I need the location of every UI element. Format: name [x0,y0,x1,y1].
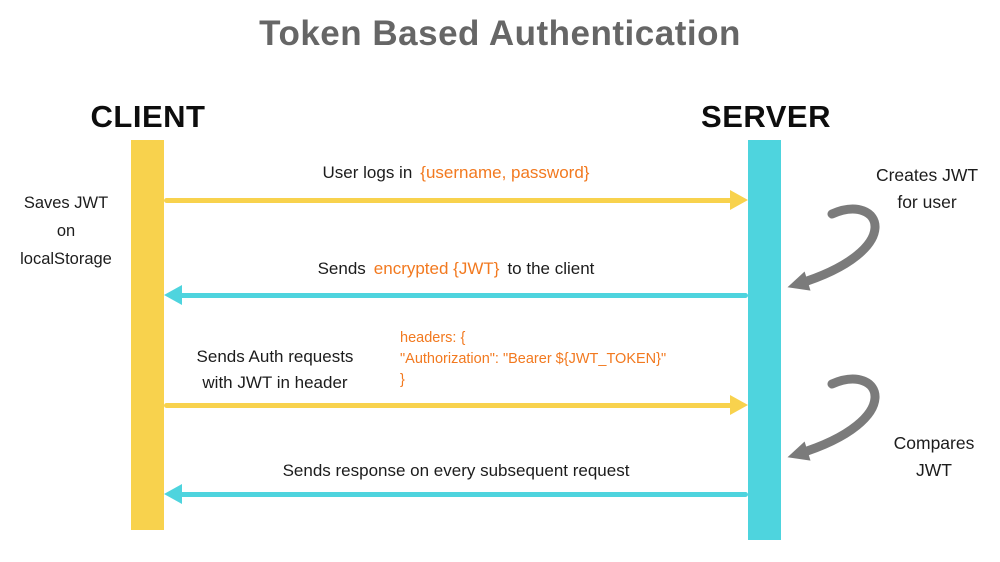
send-jwt-arrow-shaft [178,293,748,298]
send-jwt-highlight: encrypted {JWT} [373,259,500,278]
auth-request-arrow-shaft [164,403,734,408]
client-lifeline-bar [131,140,164,530]
client-note-line: on [56,222,76,240]
server-loop-arrow-icon [787,204,880,291]
auth-request-label: Sends Auth requests with JWT in header [168,344,382,396]
login-arrow-head-icon [730,190,748,210]
response-message-label: Sends response on every subsequent reque… [164,461,748,481]
send-jwt-arrow [164,285,748,305]
client-note-line: Saves JWT [23,194,109,212]
auth-request-label-line: Sends Auth requests [196,347,354,366]
client-note: Saves JWT on localStorage [2,189,130,273]
server-note-line: for user [897,192,957,212]
server-note-compares-jwt: Compares JWT [870,430,998,484]
auth-request-label-line: with JWT in header [202,373,348,392]
server-note-line: Compares [893,433,975,453]
server-note-creates-jwt: Creates JWT for user [856,162,998,216]
login-arrow [164,190,748,210]
login-credentials-highlight: {username, password} [420,163,590,182]
login-arrow-shaft [164,198,734,203]
client-label: CLIENT [90,99,206,134]
server-note-line: Creates JWT [875,165,979,185]
response-text: Sends response on every subsequent reque… [282,461,630,480]
response-arrow [164,484,748,504]
login-text: User logs in [322,163,413,182]
server-label: SERVER [701,99,831,134]
auth-request-arrow-head-icon [730,395,748,415]
auth-header-code-line: } [400,372,405,388]
send-jwt-post: to the client [507,259,595,278]
login-message-label: User logs in {username, password} [164,163,748,183]
server-lifeline-bar [748,140,781,540]
send-jwt-message-label: Sends encrypted {JWT} to the client [164,259,748,279]
send-jwt-arrow-head-icon [164,285,182,305]
response-arrow-shaft [178,492,748,497]
auth-header-code-line: headers: { [400,330,466,346]
server-note-line: JWT [916,460,952,480]
response-arrow-head-icon [164,484,182,504]
auth-request-arrow [164,395,748,415]
client-note-line: localStorage [20,250,112,268]
diagram-title: Token Based Authentication [259,14,741,53]
auth-header-code-line: "Authorization": "Bearer ${JWT_TOKEN}" [400,351,667,367]
auth-header-code: headers: { "Authorization": "Bearer ${JW… [400,328,666,391]
server-loop-arrow-icon [787,374,880,461]
send-jwt-pre: Sends [317,259,366,278]
